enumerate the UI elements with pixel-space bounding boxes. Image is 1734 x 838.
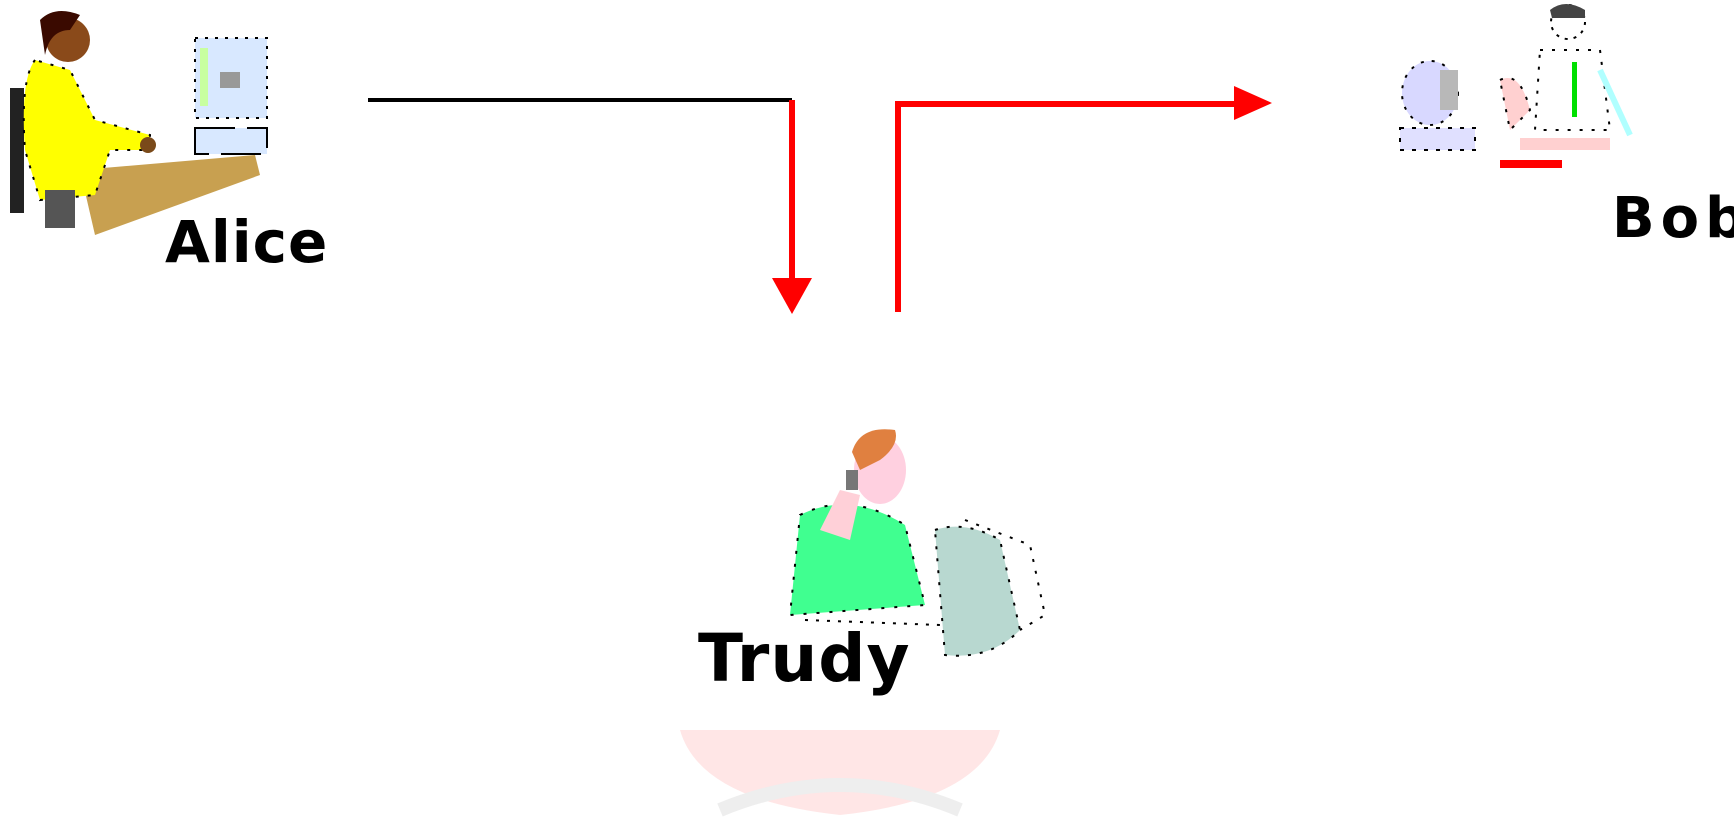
bob-label: Bob [1612,186,1734,251]
alice-label: Alice [165,208,328,276]
bob-figure-icon [1400,4,1630,168]
arrowhead-right [1234,86,1272,120]
alice-figure-icon [10,11,267,235]
trudy-label: Trudy [698,620,911,697]
arrowhead-down [772,278,812,314]
watermark-shape [680,730,1000,815]
edge-alice-to-trudy [368,100,812,314]
edge-trudy-to-bob [895,86,1272,312]
